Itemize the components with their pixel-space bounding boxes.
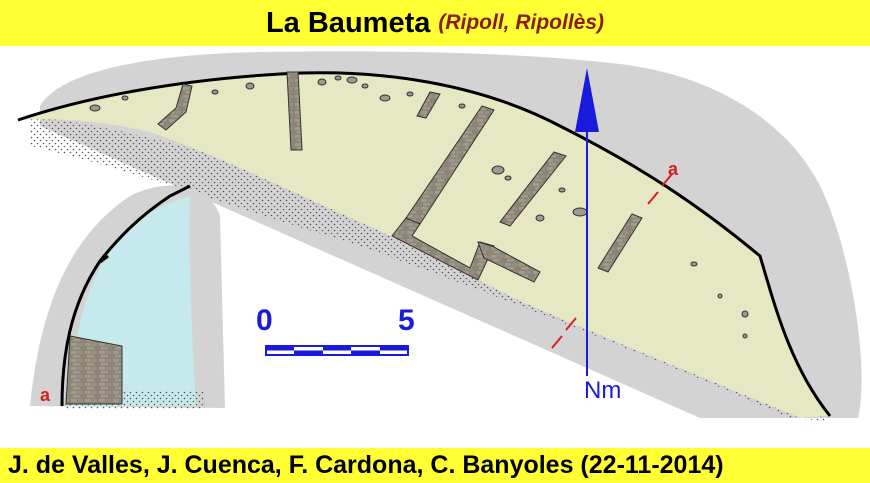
cave-wall-outline: [17, 71, 832, 417]
north-arrow: [575, 68, 599, 376]
section-label-plan: a: [668, 159, 679, 179]
scale-end-label: 5: [398, 304, 415, 337]
title-banner: La Baumeta (Ripoll, Ripollès): [0, 0, 870, 46]
cross-section-inset: [30, 184, 225, 409]
section-line-plan: [551, 173, 673, 349]
credits-banner: J. de Valles, J. Cuenca, F. Cardona, C. …: [0, 448, 870, 483]
dry-stone-walls: [157, 71, 643, 283]
scale-bar: [265, 345, 409, 356]
section-label-profile: a: [40, 385, 51, 405]
cave-survey-map: a Nm 0 5 a: [17, 51, 862, 421]
scale-start-label: 0: [256, 304, 273, 337]
north-label: Nm: [584, 377, 621, 404]
survey-credits: J. de Valles, J. Cuenca, F. Cardona, C. …: [8, 451, 724, 479]
map-location: (Ripoll, Ripollès): [438, 11, 605, 34]
map-title: La Baumeta: [265, 6, 431, 39]
section-wall-stones: [65, 335, 123, 405]
floor-rubble: [89, 75, 749, 339]
